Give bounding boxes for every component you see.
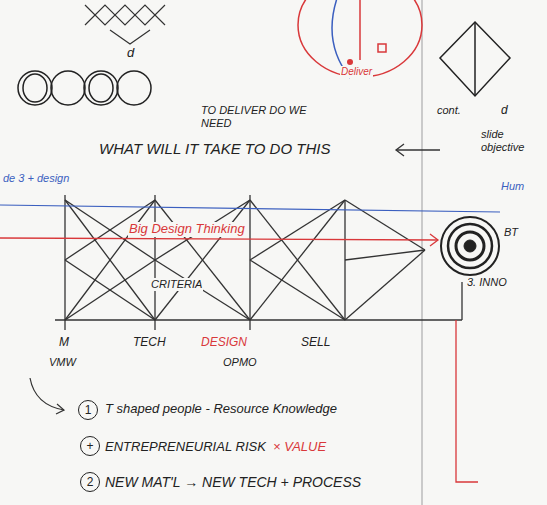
list-item: ENTREPRENEURIAL RISK bbox=[104, 440, 267, 455]
list-item: NEW MAT'L → NEW TECH + PROCESS bbox=[104, 474, 362, 490]
column-label: M bbox=[58, 336, 70, 350]
circled-number: + bbox=[80, 436, 100, 456]
column-label: TECH bbox=[132, 336, 167, 350]
blue-line bbox=[0, 205, 500, 212]
side-note: BT bbox=[503, 226, 519, 239]
side-note: Hum bbox=[500, 180, 525, 193]
right-diamond bbox=[440, 22, 510, 96]
circle-number: 1 bbox=[85, 404, 92, 416]
side-note: slide objective bbox=[480, 128, 542, 153]
note-text: TO DELIVER DO WE NEED bbox=[200, 104, 322, 129]
sketch-letter: d bbox=[126, 46, 135, 61]
side-note: 3. INNO bbox=[466, 276, 508, 289]
column-label: SELL bbox=[300, 336, 331, 350]
circle-number: + bbox=[86, 440, 93, 452]
sketch-letter: d bbox=[500, 104, 509, 118]
column-label: DESIGN bbox=[200, 336, 248, 350]
question-heading: WHAT WILL IT TAKE TO DO THIS bbox=[98, 140, 331, 157]
circle-number: 2 bbox=[87, 476, 94, 488]
criteria-label: CRITERIA bbox=[150, 278, 203, 291]
list-item: × VALUE bbox=[272, 440, 327, 455]
circle-note: Deliver bbox=[340, 66, 373, 78]
circled-number: 2 bbox=[80, 472, 100, 492]
top-circle bbox=[298, 0, 422, 78]
column-note: VMW bbox=[48, 356, 77, 369]
circled-number: 1 bbox=[78, 400, 98, 420]
loops bbox=[18, 71, 151, 105]
list-item: T shaped people - Resource Knowledge bbox=[104, 402, 338, 417]
red-caption: Big Design Thinking bbox=[128, 222, 246, 237]
eye-circle bbox=[441, 217, 499, 275]
question-arrow bbox=[396, 144, 440, 156]
red-line bbox=[0, 234, 478, 482]
list-arrow bbox=[30, 378, 64, 414]
diamond-label: cont. bbox=[436, 104, 462, 117]
design-lattice bbox=[55, 195, 462, 330]
column-note: OPMO bbox=[222, 356, 258, 369]
side-note: de 3 + design bbox=[2, 172, 70, 185]
top-lattice bbox=[85, 5, 165, 44]
